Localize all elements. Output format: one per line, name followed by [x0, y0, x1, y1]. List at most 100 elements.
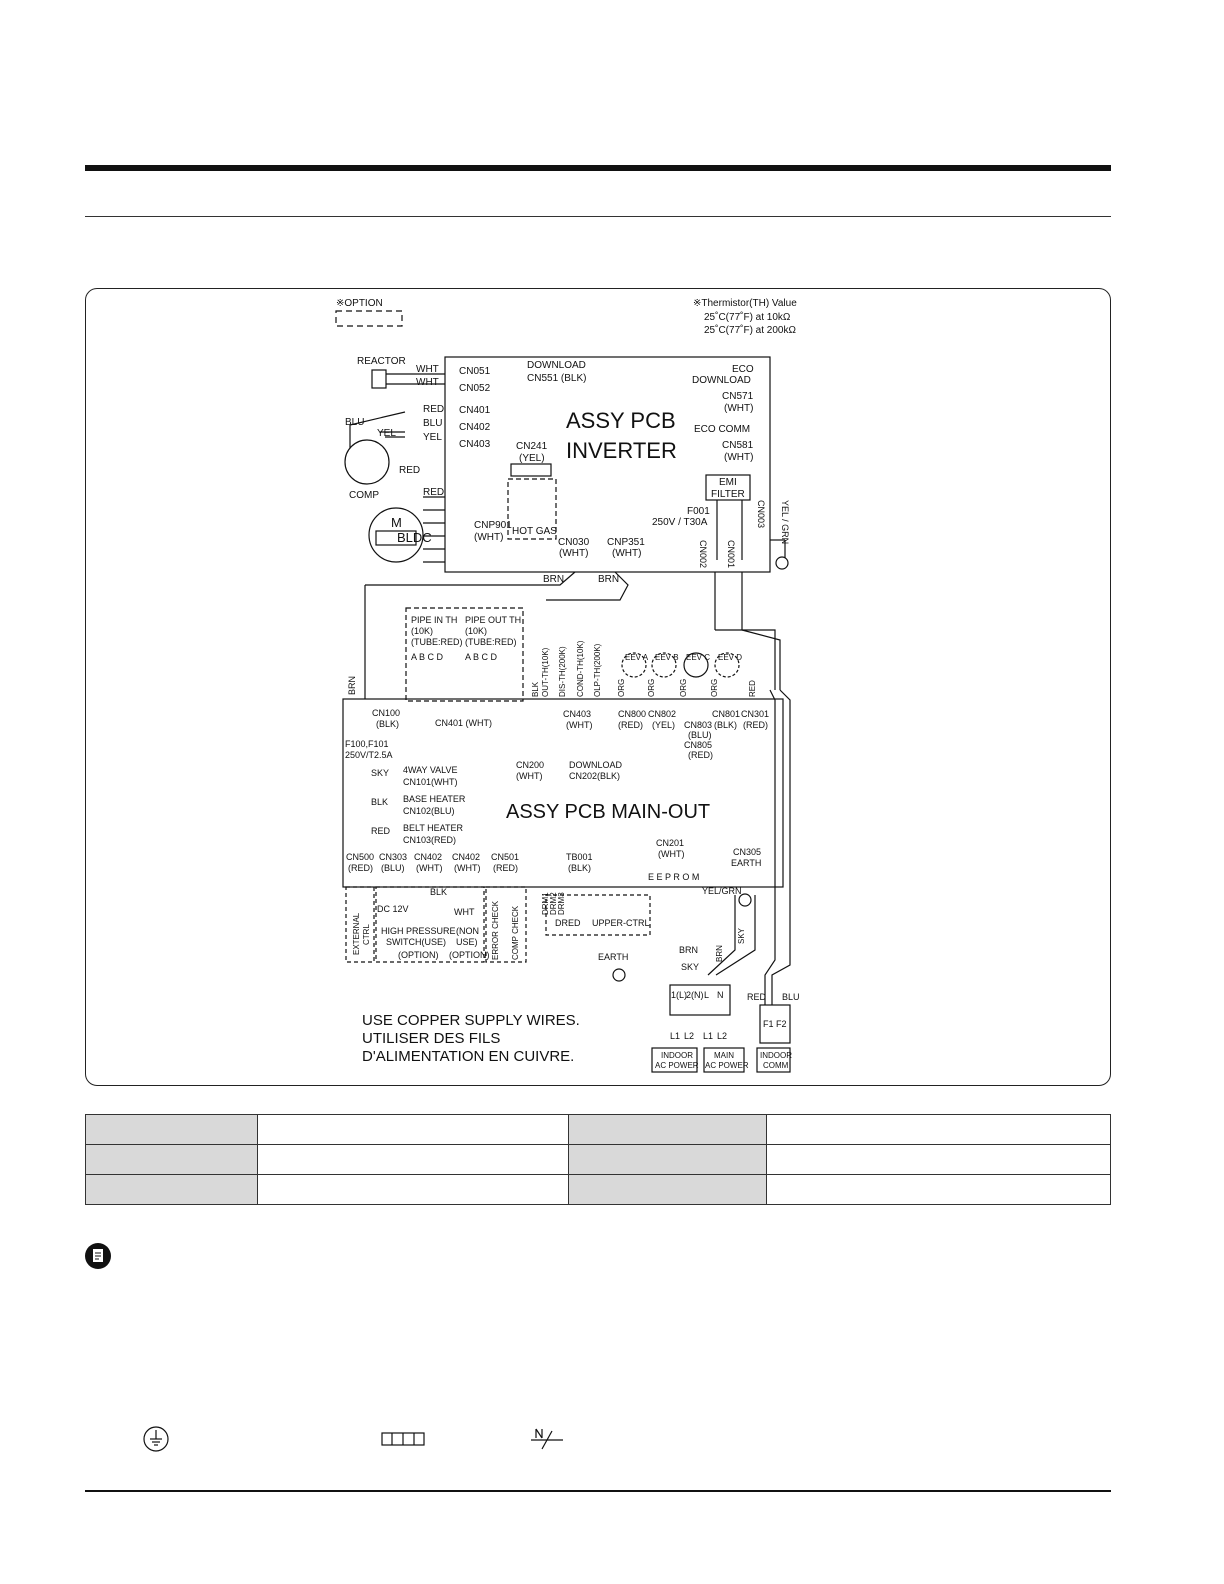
option-label-b: (OPTION) — [449, 950, 490, 960]
comm-terminal-block — [759, 1004, 791, 1044]
wire-color-wht-2: WHT — [416, 377, 439, 388]
connector-cn802: CN802 — [648, 709, 676, 719]
connector-cn571-color: (WHT) — [724, 403, 753, 414]
motor-bldc-label: BLDC — [397, 530, 432, 545]
wire-color-red: RED — [423, 404, 444, 415]
indoor-ac-power-1: INDOOR — [661, 1051, 693, 1060]
drm3-label: DRM3 — [557, 892, 566, 915]
eev-wire-org-b: ORG — [647, 679, 656, 697]
connector-cn801-color: (BLK) — [714, 720, 737, 730]
connector-cn802-color: (YEL) — [652, 720, 675, 730]
indoor-comm-2: COMM — [763, 1061, 789, 1070]
eco-comm-label: ECO COMM — [694, 424, 750, 435]
connector-cnp901-color: (WHT) — [474, 532, 503, 543]
connector-cn241-color: (YEL) — [519, 453, 545, 464]
option-label: ※OPTION — [336, 298, 383, 309]
pipe-out-th-tube: (TUBE:RED) — [465, 637, 517, 647]
non-use-label-1: (NON — [456, 926, 479, 936]
connector-cnp351: CNP351 — [607, 537, 645, 548]
non-use-label-2: USE) — [456, 937, 478, 947]
comm-wire-blu: BLU — [782, 992, 800, 1002]
table-row — [85, 1114, 1111, 1145]
connector-cn401: CN401 — [459, 405, 491, 416]
connector-cn403: CN403 — [563, 709, 591, 719]
cn305-earth: EARTH — [731, 858, 761, 868]
emi-filter-label-2: FILTER — [711, 489, 745, 500]
eev-wire-org-d: ORG — [710, 679, 719, 697]
error-check-label: ERROR CHECK — [491, 900, 500, 960]
motor-wire-red: RED — [423, 487, 444, 498]
thermistor-value-2: 25˚C(77˚F) at 200kΩ — [704, 324, 796, 336]
cn100-wire-brn: BRN — [347, 676, 357, 695]
belt-heater-wire-red: RED — [371, 826, 391, 836]
eev-a-label: EEV A — [625, 653, 649, 662]
connector-cn200: CN200 — [516, 760, 544, 770]
inverter-wire-brn-1: BRN — [543, 574, 564, 585]
option-label-a: (OPTION) — [398, 950, 439, 960]
connector-cn301-color: (RED) — [743, 720, 768, 730]
dis-th-label: DIS-TH(200K) — [558, 646, 567, 697]
fuse-f001-rating: 250V / T30A — [652, 517, 708, 528]
pipe-out-th-10k: (10K) — [465, 626, 487, 636]
terminal-wire-sky: SKY — [681, 962, 699, 972]
eev-wire-org-a: ORG — [617, 679, 626, 697]
eeprom-label: E E P R O M — [648, 872, 699, 882]
connector-cn103: CN103(RED) — [403, 835, 456, 845]
eev-c-label: EEV C — [686, 653, 710, 662]
main-out-title: ASSY PCB MAIN-OUT — [506, 801, 710, 823]
connector-cn501: CN501 — [491, 852, 519, 862]
reactor-symbol — [371, 369, 387, 389]
main-out-pcb-outline — [342, 698, 784, 888]
motor-m-label: M — [391, 515, 402, 530]
connector-cn581: CN581 — [722, 440, 754, 451]
terminal-f2: F2 — [776, 1019, 787, 1029]
indoor-comm-1: INDOOR — [760, 1051, 792, 1060]
connector-cn201-color: (WHT) — [658, 849, 685, 859]
connector-cn002: CN002 — [698, 540, 708, 568]
header-rule-thin — [85, 216, 1111, 217]
terminal-f1: F1 — [763, 1019, 774, 1029]
olp-th-label: OLP-TH(200K) — [593, 643, 602, 697]
connector-cn305: CN305 — [733, 847, 761, 857]
connector-cn402-a: CN402 — [414, 852, 442, 862]
eev-wire-org-c: ORG — [679, 679, 688, 697]
comp-wire-yel: YEL — [377, 428, 396, 439]
earth-ground-icon — [143, 1426, 169, 1452]
bldc-motor-symbol — [368, 507, 424, 563]
connector-cn803: CN803 — [684, 720, 712, 730]
main-fuse-rating: 250V/T2.5A — [345, 750, 393, 760]
connector-cn403-color: (WHT) — [566, 720, 593, 730]
connector-cn303-color: (BLU) — [381, 863, 405, 873]
connector-cn052: CN052 — [459, 383, 491, 394]
table-row — [85, 1144, 1111, 1175]
terminal-l1-a: L1 — [670, 1031, 680, 1041]
copper-notice-line-2: UTILISER DES FILS — [362, 1030, 500, 1047]
compressor-symbol — [344, 439, 390, 485]
comm-wire-red: RED — [747, 992, 767, 1002]
connector-cn805-color: (RED) — [688, 750, 713, 760]
connector-cn051: CN051 — [459, 366, 491, 377]
terminal-l1-b: L1 — [703, 1031, 713, 1041]
inverter-download-label: DOWNLOAD — [527, 360, 586, 371]
connector-cn500: CN500 — [346, 852, 374, 862]
inverter-wire-brn-2: BRN — [598, 574, 619, 585]
non-use-wht: WHT — [454, 907, 475, 917]
main-ac-power-2: AC POWER — [705, 1061, 749, 1070]
switch-use-label: SWITCH(USE) — [386, 937, 446, 947]
connector-cn402-a-color: (WHT) — [416, 863, 443, 873]
connector-cn030-color: (WHT) — [559, 548, 588, 559]
earth-yel-grn: YEL / GRN — [780, 500, 790, 544]
wire-color-yel: YEL — [423, 432, 442, 443]
footer-rule — [85, 1490, 1111, 1492]
terminal-wire-brn-vertical: BRN — [715, 945, 724, 962]
connector-cn003: CN003 — [756, 500, 766, 528]
earth-label: EARTH — [598, 952, 628, 962]
eco-download-2: DOWNLOAD — [692, 375, 751, 386]
wire-color-wht-1: WHT — [416, 364, 439, 375]
option-dashed-box — [335, 310, 403, 327]
connector-cn030: CN030 — [558, 537, 590, 548]
drm2-label: DRM2 — [549, 892, 558, 915]
connector-cn402-b-color: (WHT) — [454, 863, 481, 873]
connector-tb001: TB001 — [566, 852, 593, 862]
terminal-2n: 2(N) — [686, 990, 704, 1000]
